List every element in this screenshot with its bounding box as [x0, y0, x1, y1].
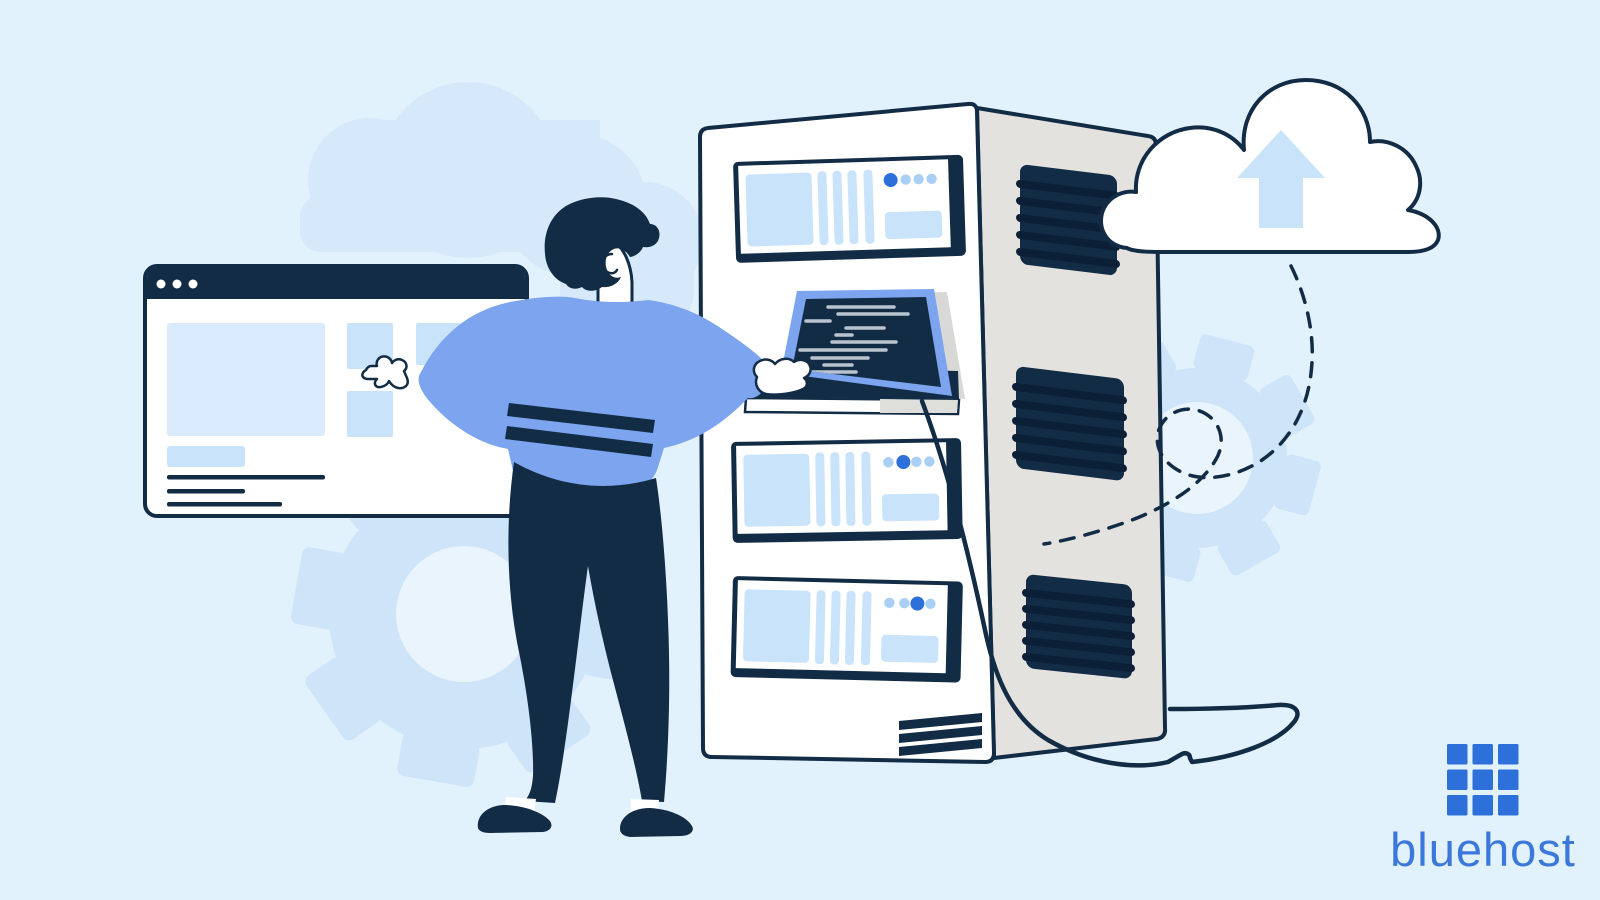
logo-square: [1447, 744, 1468, 765]
sweater-stripe: [505, 426, 653, 457]
page-label-bar: [167, 446, 245, 467]
server-unit-2: [731, 438, 963, 543]
upload-arrow-icon: [1237, 130, 1325, 228]
unit-led: [924, 456, 935, 467]
logo-square: [1498, 795, 1519, 816]
unit-bar: [861, 451, 872, 526]
titlebar-dot: [156, 279, 166, 289]
titlebar-dot: [172, 279, 182, 289]
sweater-stripe: [507, 403, 655, 433]
unit-bar: [815, 452, 826, 527]
unit-led-active: [883, 173, 898, 188]
unit-led: [884, 597, 895, 609]
unit-led-row: [883, 173, 937, 188]
bluehost-logo: bluehost: [1390, 744, 1576, 876]
laptop-tray-gray: [880, 399, 958, 413]
dashed-connector-path: [1042, 264, 1315, 546]
person-shoe: [477, 805, 552, 833]
unit-bar: [817, 171, 829, 246]
server-unit-3: [730, 576, 963, 683]
side-vent-panel: [1022, 574, 1135, 679]
person: [361, 197, 812, 837]
browser-titlebar: [147, 268, 525, 299]
unit-led: [883, 457, 894, 468]
person-pants: [508, 462, 670, 803]
unit-small-block: [884, 210, 943, 240]
unit-led-row: [883, 454, 935, 469]
logo-square: [1472, 769, 1493, 790]
side-vent-panel: [1016, 164, 1120, 275]
front-vent: [899, 726, 982, 743]
logo-text: bluehost: [1390, 823, 1576, 876]
upload-cloud: [1099, 78, 1441, 254]
laptop: [743, 289, 965, 416]
page-text-line: [167, 489, 245, 494]
logo-grid-icon: [1447, 744, 1519, 816]
titlebar-dot: [188, 279, 198, 289]
logo-square: [1498, 744, 1519, 765]
unit-led: [911, 456, 922, 467]
unit-bar: [847, 170, 859, 245]
page-text-line: [167, 475, 325, 480]
front-vent-slots: [899, 713, 982, 756]
unit-led: [900, 174, 911, 185]
unit-bar: [814, 590, 826, 665]
unit-bar: [844, 590, 856, 665]
unit-screen-block: [743, 589, 811, 663]
person-ear: [601, 252, 619, 275]
page-grid-square: [347, 391, 393, 437]
page-thumbnail-block: [167, 323, 325, 436]
server-rack: [698, 101, 1300, 768]
person-sweater: [418, 296, 770, 503]
unit-bar: [832, 170, 844, 245]
unit-led: [899, 597, 910, 609]
logo-square: [1472, 744, 1493, 765]
logo-square: [1447, 769, 1468, 790]
unit-led-row: [884, 596, 936, 611]
unit-led-active: [910, 596, 925, 611]
background-cloud: [300, 82, 703, 336]
unit-led: [925, 598, 936, 610]
unit-screen-block: [743, 453, 811, 527]
unit-led: [926, 173, 937, 184]
person-pointing-hand: [361, 355, 410, 390]
person-shoe: [620, 808, 693, 837]
person-hair: [544, 197, 660, 291]
page-text-line: [167, 502, 282, 507]
unit-bar: [860, 591, 872, 666]
unit-bar: [845, 451, 856, 526]
front-vent: [899, 739, 982, 756]
browser-window: [143, 264, 529, 518]
front-vent: [899, 713, 982, 730]
side-vent-panel: [1012, 366, 1127, 481]
logo-square: [1498, 769, 1519, 790]
server-unit-1: [733, 154, 966, 263]
power-cable: [919, 398, 1300, 768]
person-laptop-hand: [752, 357, 812, 396]
logo-square: [1472, 795, 1493, 816]
unit-led: [913, 173, 924, 185]
unit-led-active: [896, 454, 911, 469]
logo-square: [1447, 795, 1468, 816]
unit-bar: [829, 590, 841, 665]
unit-small-block: [881, 634, 939, 663]
unit-screen-block: [745, 172, 814, 247]
unit-small-block: [882, 493, 940, 522]
unit-bar: [830, 452, 841, 527]
browser-titlebar-dots: [156, 279, 198, 289]
unit-bar: [863, 169, 875, 244]
